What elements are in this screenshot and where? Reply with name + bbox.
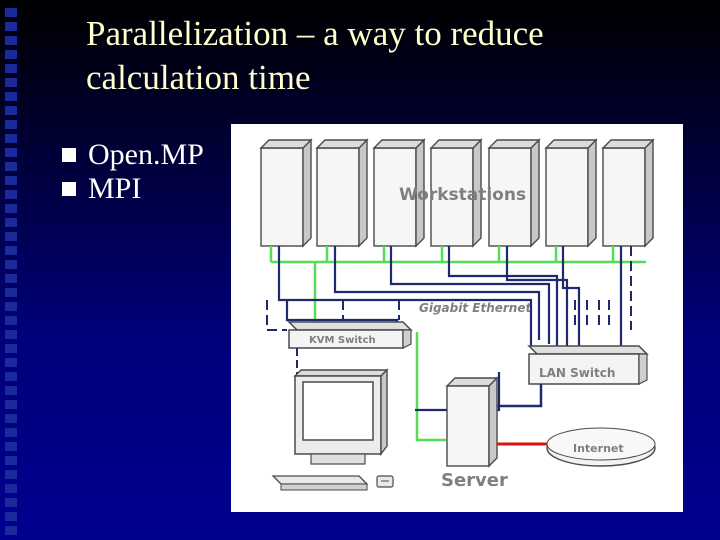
decorative-square-strip [0, 0, 24, 540]
slide-title: Parallelization – a way to reduce calcul… [86, 14, 544, 97]
kvm-switch-label: KVM Switch [309, 335, 376, 346]
monitor-icon [293, 368, 389, 465]
decorative-square [5, 274, 17, 283]
workstation-tower-icon [487, 138, 541, 248]
lan-switch-label: LAN Switch [539, 366, 615, 380]
decorative-square [5, 456, 17, 465]
workstation-tower-icon [544, 138, 598, 248]
decorative-square [5, 246, 17, 255]
workstation-tower-icon [259, 138, 313, 248]
internet-label: Internet [573, 442, 624, 455]
decorative-square [5, 50, 17, 59]
decorative-square [5, 414, 17, 423]
square-bullet-icon [62, 182, 76, 196]
decorative-square [5, 260, 17, 269]
decorative-square [5, 162, 17, 171]
decorative-square [5, 176, 17, 185]
workstation-tower-icon [315, 138, 369, 248]
bullet-item-mpi: MPI [62, 172, 204, 206]
cluster-network-diagram: Workstations Gigabit Ethernet [231, 124, 683, 512]
kvm-switch-device: KVM Switch [287, 321, 413, 349]
keyboard-icon [271, 475, 369, 491]
decorative-square [5, 316, 17, 325]
bullet-text: MPI [88, 172, 142, 205]
server-label: Server [441, 470, 508, 491]
gigabit-green-links [269, 246, 646, 442]
decorative-square [5, 64, 17, 73]
decorative-square [5, 288, 17, 297]
decorative-square [5, 232, 17, 241]
decorative-square [5, 330, 17, 339]
internet-cloud-icon: Internet [546, 427, 656, 467]
decorative-square [5, 22, 17, 31]
decorative-square [5, 386, 17, 395]
decorative-square [5, 120, 17, 129]
decorative-square [5, 470, 17, 479]
decorative-square [5, 134, 17, 143]
decorative-square [5, 526, 17, 535]
decorative-square [5, 8, 17, 17]
mouse-icon [376, 475, 394, 488]
decorative-square [5, 204, 17, 213]
decorative-square [5, 78, 17, 87]
bullet-item-openmp: Open.MP [62, 138, 204, 172]
lan-dark-links [277, 246, 623, 412]
decorative-square [5, 92, 17, 101]
square-bullet-icon [62, 148, 76, 162]
dashed-cable-links [266, 246, 632, 331]
lan-switch-device: LAN Switch [527, 345, 649, 385]
bullet-list: Open.MP MPI [62, 138, 204, 206]
workstation-tower-icon [372, 138, 426, 248]
decorative-square [5, 190, 17, 199]
decorative-square [5, 344, 17, 353]
cluster-diagram-svg: Workstations Gigabit Ethernet [259, 138, 656, 491]
decorative-square [5, 428, 17, 437]
decorative-square [5, 372, 17, 381]
workstation-towers [259, 138, 655, 248]
workstation-tower-icon [429, 138, 483, 248]
decorative-square [5, 302, 17, 311]
decorative-square [5, 106, 17, 115]
decorative-square [5, 442, 17, 451]
bullet-text: Open.MP [88, 138, 204, 171]
decorative-square [5, 218, 17, 227]
decorative-square [5, 358, 17, 367]
decorative-square [5, 36, 17, 45]
decorative-square [5, 400, 17, 409]
gigabit-ethernet-label: Gigabit Ethernet [419, 301, 532, 315]
server-tower [445, 376, 499, 468]
decorative-square [5, 484, 17, 493]
workstations-label: Workstations [399, 185, 526, 205]
decorative-square [5, 512, 17, 521]
decorative-square [5, 148, 17, 157]
decorative-square [5, 498, 17, 507]
workstation-tower-icon [601, 138, 655, 248]
